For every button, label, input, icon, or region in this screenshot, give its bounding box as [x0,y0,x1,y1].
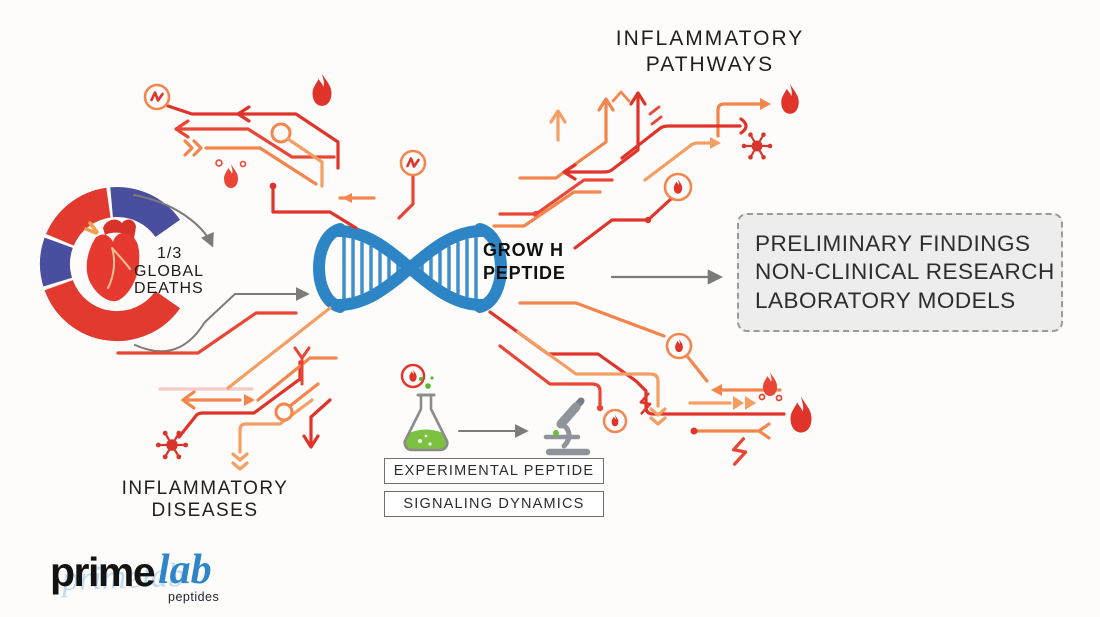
stat-line2: GLOBAL [134,262,205,280]
circuit-lower-left [116,306,338,454]
arrow-donut-to-dna [134,287,310,353]
result-line2: NON-CLINICAL RESEARCH [755,259,1055,285]
pulse-circle-icon [399,149,427,177]
flame-circle-icon [665,332,693,360]
flame-icon [224,164,238,188]
global-deaths-stat: 1/3 GLOBAL DEATHS [134,245,204,298]
peptide-line2: PEPTIDE [483,262,566,283]
flame-circle-icon [602,408,628,434]
stat-value: 1/3 [157,245,183,262]
double-chevron-icon [231,452,249,471]
flame-icon [781,83,799,114]
virus-icon [154,429,190,461]
circuit-lower-right [488,301,786,440]
stat-line3: DEATHS [134,280,204,298]
pathways-line2: PATHWAYS [645,52,775,76]
diseases-line2: DISEASES [151,500,259,522]
arrow-donut-to-stat [133,194,214,248]
donut-chart [40,186,181,342]
primelab-logo: primelab prime lab peptides [50,547,270,604]
zigzag-icon [639,392,652,415]
experimental-peptide-box: EXPERIMENTAL PEPTIDE [384,458,604,484]
grow-h-peptide-label: GROW H PEPTIDE [483,239,566,284]
logo-prime-text: prime [50,549,156,595]
flame-icon [790,396,812,433]
flame-icon [312,73,332,106]
result-line3: LABORATORY MODELS [755,287,1016,313]
result-line1: PRELIMINARY FINDINGS [755,230,1031,256]
flame-icon [763,372,777,396]
preliminary-findings-box: PRELIMINARY FINDINGS NON-CLINICAL RESEAR… [737,213,1063,332]
peptide-line1: GROW H [483,240,564,260]
dna-helix-icon [313,223,507,313]
flame-circle-icon [663,172,693,202]
flask-icon [403,376,449,452]
inflammatory-diseases-label: INFLAMMATORY DISEASES [100,478,310,523]
zigzag-icon [731,437,748,466]
logo-lab-text: lab [158,547,212,593]
heart-icon [84,219,140,302]
circuit-upper-right [492,90,771,250]
logo-peptides-text: peptides [168,590,220,604]
circuit-upper-left [166,104,415,230]
microscope-icon [543,397,591,456]
inflammatory-pathways-label: INFLAMMATORY PATHWAYS [595,26,825,77]
signaling-dynamics-text: SIGNALING DYNAMICS [403,496,585,512]
pathways-line1: INFLAMMATORY [615,27,805,50]
experimental-peptide-text: EXPERIMENTAL PEPTIDE [393,463,595,479]
signaling-dynamics-box: SIGNALING DYNAMICS [384,491,604,517]
virus-icon [740,131,774,161]
connector-arrows [133,194,724,438]
flame-circle-icon [400,363,426,389]
diseases-line1: INFLAMMATORY [121,478,289,499]
double-chevron-icon [649,407,667,426]
pulse-circle-icon [143,83,171,111]
